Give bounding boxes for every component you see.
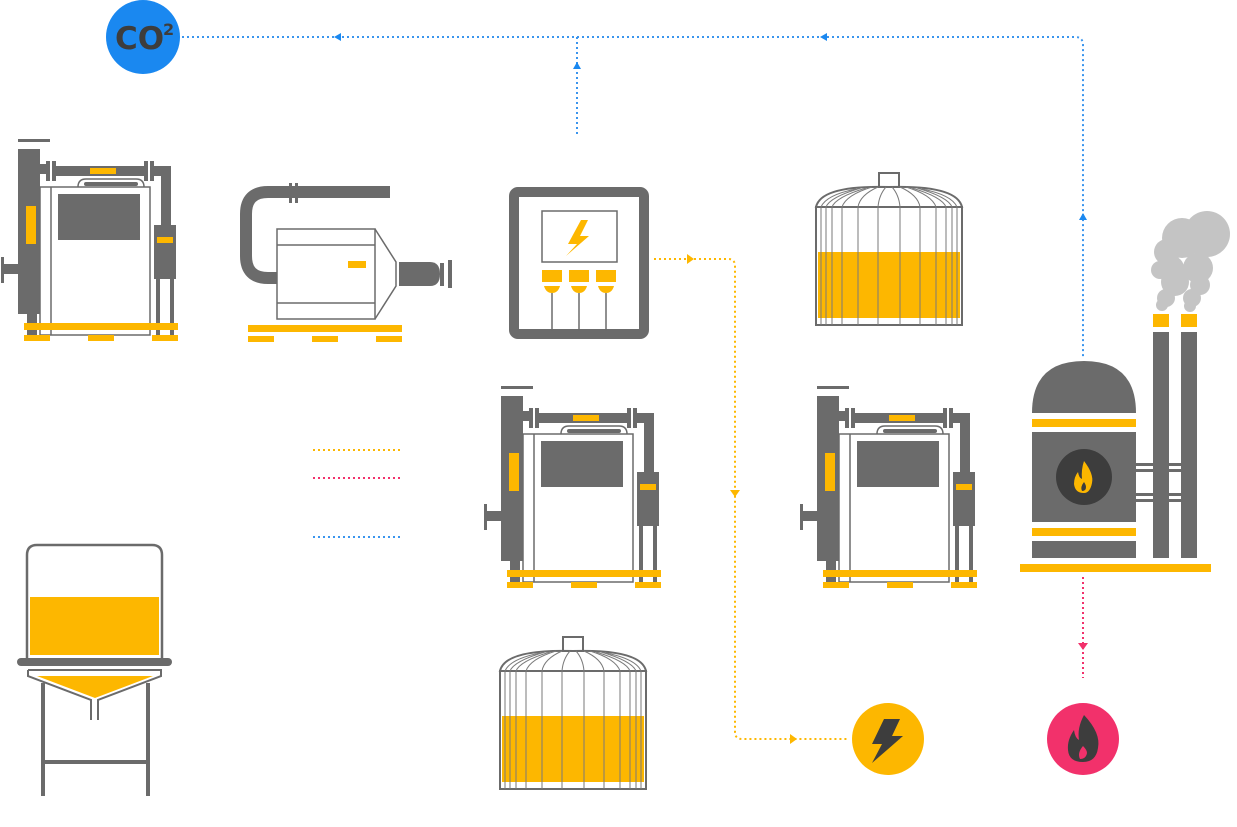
- co2-badge[interactable]: CO 2: [106, 0, 180, 74]
- arrow-down-icon: [1078, 643, 1088, 650]
- heat-flow-arrows: [1078, 643, 1088, 650]
- arrow-up-icon: [1079, 213, 1087, 220]
- flame-icon: [1067, 715, 1099, 762]
- boiler-with-chimneys[interactable]: [1020, 211, 1230, 572]
- co2-label: CO: [115, 21, 164, 57]
- smoke-cloud: [1151, 211, 1230, 312]
- electricity-output-badge[interactable]: [852, 703, 924, 775]
- arrow-left-icon: [334, 33, 341, 41]
- digester-unit-middle[interactable]: [483, 385, 662, 589]
- digester-unit-right[interactable]: [799, 385, 978, 589]
- digester-unit-top-left[interactable]: [0, 138, 179, 342]
- arrow-right-icon: [687, 254, 694, 264]
- flame-icon: [1074, 461, 1093, 493]
- co2-superscript: 2: [163, 20, 174, 39]
- electrical-panel[interactable]: [509, 187, 649, 339]
- arrow-right-icon: [790, 734, 797, 744]
- lightning-bolt-icon: [566, 220, 589, 256]
- heat-output-badge[interactable]: [1047, 703, 1119, 775]
- heat-flow-lines: [313, 477, 1084, 678]
- lightning-bolt-icon: [872, 719, 903, 763]
- blower-unit[interactable]: [240, 183, 452, 342]
- gas-holder-tank-bottom[interactable]: [499, 636, 647, 790]
- co2-flow-lines: [182, 36, 1084, 538]
- feed-hopper[interactable]: [17, 543, 172, 796]
- arrow-down-icon: [730, 490, 740, 497]
- arrow-left-icon: [820, 33, 827, 41]
- electricity-flow-lines: [313, 258, 848, 740]
- arrow-up-icon: [573, 62, 581, 69]
- co2-flow-arrows: [334, 33, 1087, 220]
- electricity-flow-arrows: [687, 254, 797, 744]
- gas-holder-tank-top[interactable]: [815, 172, 963, 326]
